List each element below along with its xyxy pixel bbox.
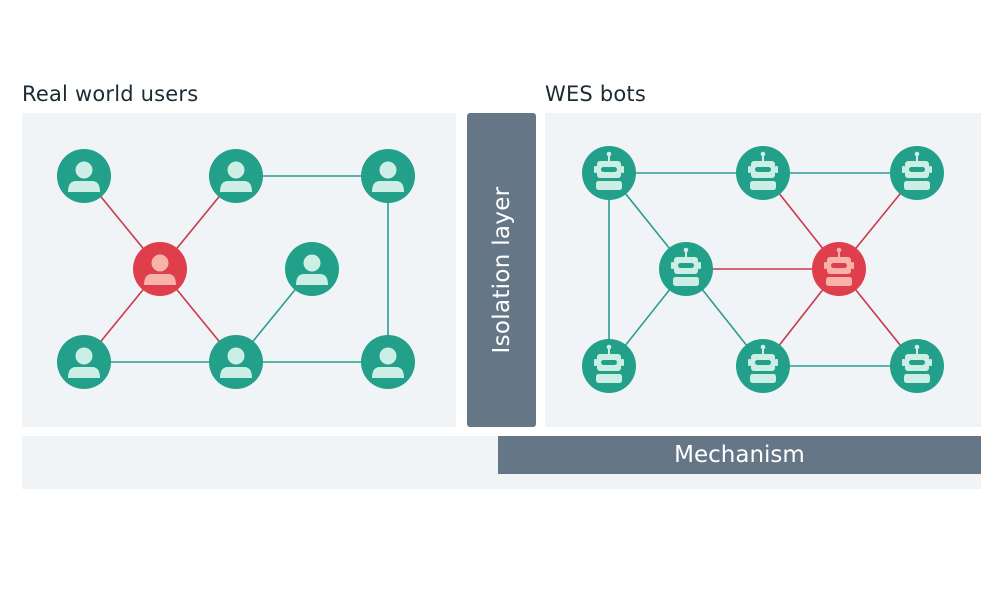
user-node-u2 xyxy=(209,149,263,203)
robot-icon xyxy=(671,247,701,286)
user-node-u3 xyxy=(361,149,415,203)
user-node-u8 xyxy=(361,335,415,389)
bot-node-b8 xyxy=(890,339,944,393)
user-node-u7 xyxy=(209,335,263,389)
user-icon xyxy=(68,347,100,378)
mechanism-bar: Mechanism xyxy=(498,436,981,474)
nodes-layer xyxy=(57,146,944,393)
robot-icon xyxy=(902,344,932,383)
user-icon xyxy=(220,161,252,192)
robot-icon xyxy=(902,151,932,190)
robot-icon xyxy=(748,344,778,383)
user-icon xyxy=(68,161,100,192)
bot-node-b4 xyxy=(659,242,713,296)
robot-icon xyxy=(824,247,854,286)
user-node-u6 xyxy=(57,335,111,389)
user-icon xyxy=(144,254,176,285)
user-icon xyxy=(220,347,252,378)
user-node-u5 xyxy=(285,242,339,296)
robot-icon xyxy=(594,344,624,383)
bot-node-b5 xyxy=(812,242,866,296)
bot-node-b2 xyxy=(736,146,790,200)
user-icon xyxy=(372,161,404,192)
user-node-u1 xyxy=(57,149,111,203)
bot-node-b7 xyxy=(736,339,790,393)
isolation-layer-bar: Isolation layer xyxy=(467,113,536,427)
user-node-u4 xyxy=(133,242,187,296)
real-world-users-title: Real world users xyxy=(22,82,199,106)
wes-bots-title: WES bots xyxy=(545,82,646,106)
bot-node-b3 xyxy=(890,146,944,200)
robot-icon xyxy=(748,151,778,190)
bot-node-b6 xyxy=(582,339,636,393)
user-icon xyxy=(296,254,328,285)
mechanism-label: Mechanism xyxy=(674,442,805,468)
bot-node-b1 xyxy=(582,146,636,200)
edges-layer xyxy=(83,172,918,367)
robot-icon xyxy=(594,151,624,190)
user-icon xyxy=(372,347,404,378)
